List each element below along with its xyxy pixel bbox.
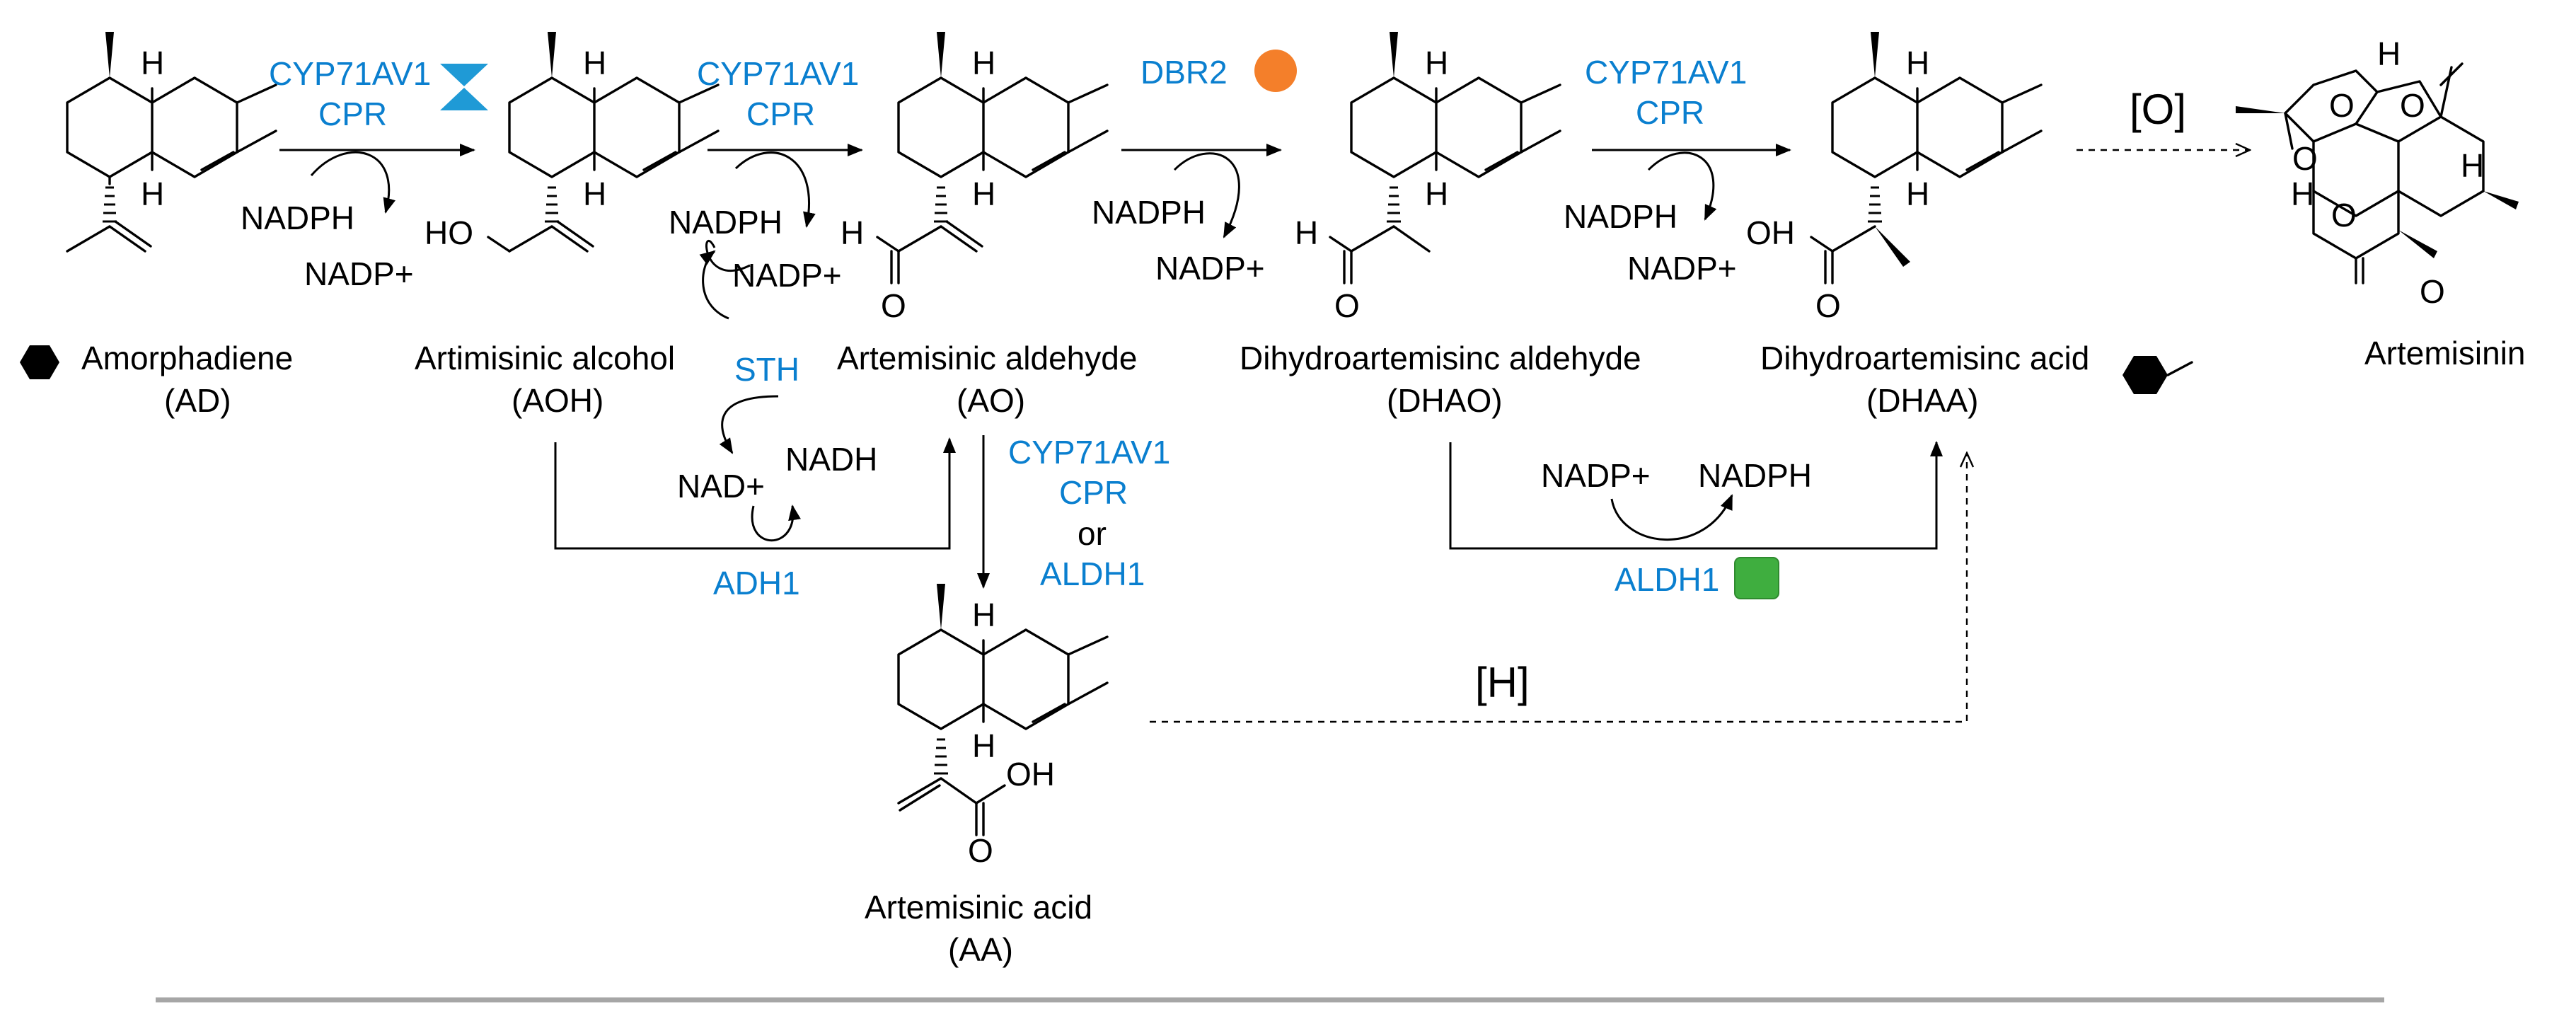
step-aoh-to-ao: CYP71AV1 CPR NADPH NADP+ STH NADH NAD+ (669, 55, 877, 542)
cofactor-nadph-3: NADPH (1092, 194, 1206, 231)
label-dhao-name: Dihydroartemisinc aldehyde (1240, 340, 1641, 376)
label-aoh-name: Artimisinic alcohol (415, 340, 675, 376)
structure-aa (897, 582, 1109, 836)
art-h-atom-1: H (2377, 35, 2401, 72)
dhao-o-atom: O (1334, 287, 1360, 324)
cofactor-nadph-5: NADPH (1698, 457, 1812, 494)
aa-o-atom: O (968, 832, 993, 869)
enzyme-cyp71av1-1: CYP71AV1 (269, 55, 431, 92)
label-dhaa-name: Dihydroartemisinc acid (1760, 340, 2089, 376)
aa-oh-atom: OH (1006, 756, 1055, 793)
enzyme-cyp71av1-3: CYP71AV1 (1008, 434, 1170, 471)
label-reduction: [H] (1475, 659, 1530, 706)
label-ad-abbr: (AD) (164, 382, 231, 419)
dhaa-o-atom: O (1815, 287, 1841, 324)
structure-dhao (1329, 30, 1561, 284)
step-dhao-to-dhaa: CYP71AV1 CPR NADPH NADP+ (1564, 54, 1791, 287)
cofactor-nadph-1: NADPH (241, 200, 354, 236)
art-o-atom-1: O (2329, 87, 2355, 124)
hexagon-icon (20, 345, 59, 379)
enzyme-adh1: ADH1 (713, 565, 800, 601)
step-ad-to-aoh: CYP71AV1 CPR NADPH NADP+ (241, 55, 488, 292)
enzyme-aldh1-1: ALDH1 (1040, 555, 1145, 592)
dhao-h-atom: H (1295, 214, 1318, 251)
label-ao-abbr: (AO) (957, 382, 1025, 419)
label-ao-name: Artemisinic aldehyde (837, 340, 1137, 376)
step-dhaa-to-artemisinin: [O] (2077, 86, 2250, 150)
art-o-atom-2: O (2400, 87, 2425, 124)
step-aa-to-dhaa: [H] (1150, 453, 1967, 723)
art-h-atom-3: H (2461, 147, 2484, 184)
enzyme-aldh1-2: ALDH1 (1615, 561, 1719, 598)
structure-ao (876, 30, 1109, 284)
structure-dhaa (1810, 30, 2043, 284)
step-ao-to-dhao: DBR2 NADPH NADP+ (1092, 50, 1297, 287)
cofactor-nadp-1: NADP+ (304, 255, 414, 292)
cofactor-nadp-2: NADP+ (732, 257, 842, 294)
enzyme-cpr-4: CPR (1636, 94, 1704, 131)
art-o-atom-3: O (2292, 140, 2318, 177)
art-h-atom-2: H (2291, 175, 2314, 212)
ao-o-atom: O (881, 287, 906, 324)
enzyme-cpr-2: CPR (746, 96, 815, 132)
enzyme-cpr-1: CPR (318, 96, 387, 132)
hourglass-icon (440, 64, 488, 110)
step-aldh1: NADP+ NADPH ALDH1 (1449, 441, 1943, 599)
aoh-ho-atom: HO (424, 214, 473, 251)
cofactor-nadp-5: NADP+ (1541, 457, 1651, 494)
label-aa-abbr: (AA) (948, 931, 1013, 968)
step-adh1: ADH1 (554, 437, 956, 601)
cofactor-nadh: NADH (785, 441, 877, 478)
orange-circle-icon (1254, 50, 1297, 92)
green-square-icon (1734, 557, 1779, 599)
ao-h-atom: H (841, 214, 864, 251)
dhaa-oh-atom: OH (1746, 214, 1795, 251)
cofactor-nadph-2: NADPH (669, 204, 782, 241)
hexagon-tail-icon (2122, 356, 2193, 394)
art-o-atom-5: O (2420, 273, 2445, 310)
label-ad-name: Amorphadiene (81, 340, 293, 376)
label-dhaa-abbr: (DHAA) (1866, 382, 1978, 419)
structure-artemisinin (2236, 62, 2519, 284)
label-aa-name: Artemisinic acid (865, 889, 1092, 926)
label-dhao-abbr: (DHAO) (1387, 382, 1503, 419)
enzyme-dbr2: DBR2 (1140, 54, 1228, 91)
cofactor-nadph-4: NADPH (1564, 198, 1677, 235)
enzyme-cyp71av1-2: CYP71AV1 (697, 55, 859, 92)
structure-aoh (487, 30, 720, 253)
enzyme-cpr-3: CPR (1059, 474, 1128, 511)
enzyme-cyp71av1-4: CYP71AV1 (1585, 54, 1747, 91)
label-oxidation: [O] (2130, 86, 2186, 133)
cofactor-nad: NAD+ (677, 468, 765, 505)
label-or: or (1078, 515, 1107, 552)
cofactor-nadp-3: NADP+ (1155, 250, 1265, 287)
enzyme-sth: STH (734, 351, 799, 388)
label-aoh-abbr: (AOH) (512, 382, 603, 419)
cofactor-nadp-4: NADP+ (1627, 250, 1737, 287)
structure-ad (66, 30, 277, 253)
art-o-atom-4: O (2331, 197, 2357, 234)
step-ao-to-aa: CYP71AV1 CPR or ALDH1 (977, 434, 1170, 592)
label-artemisinin-name: Artemisinin (2364, 335, 2526, 371)
